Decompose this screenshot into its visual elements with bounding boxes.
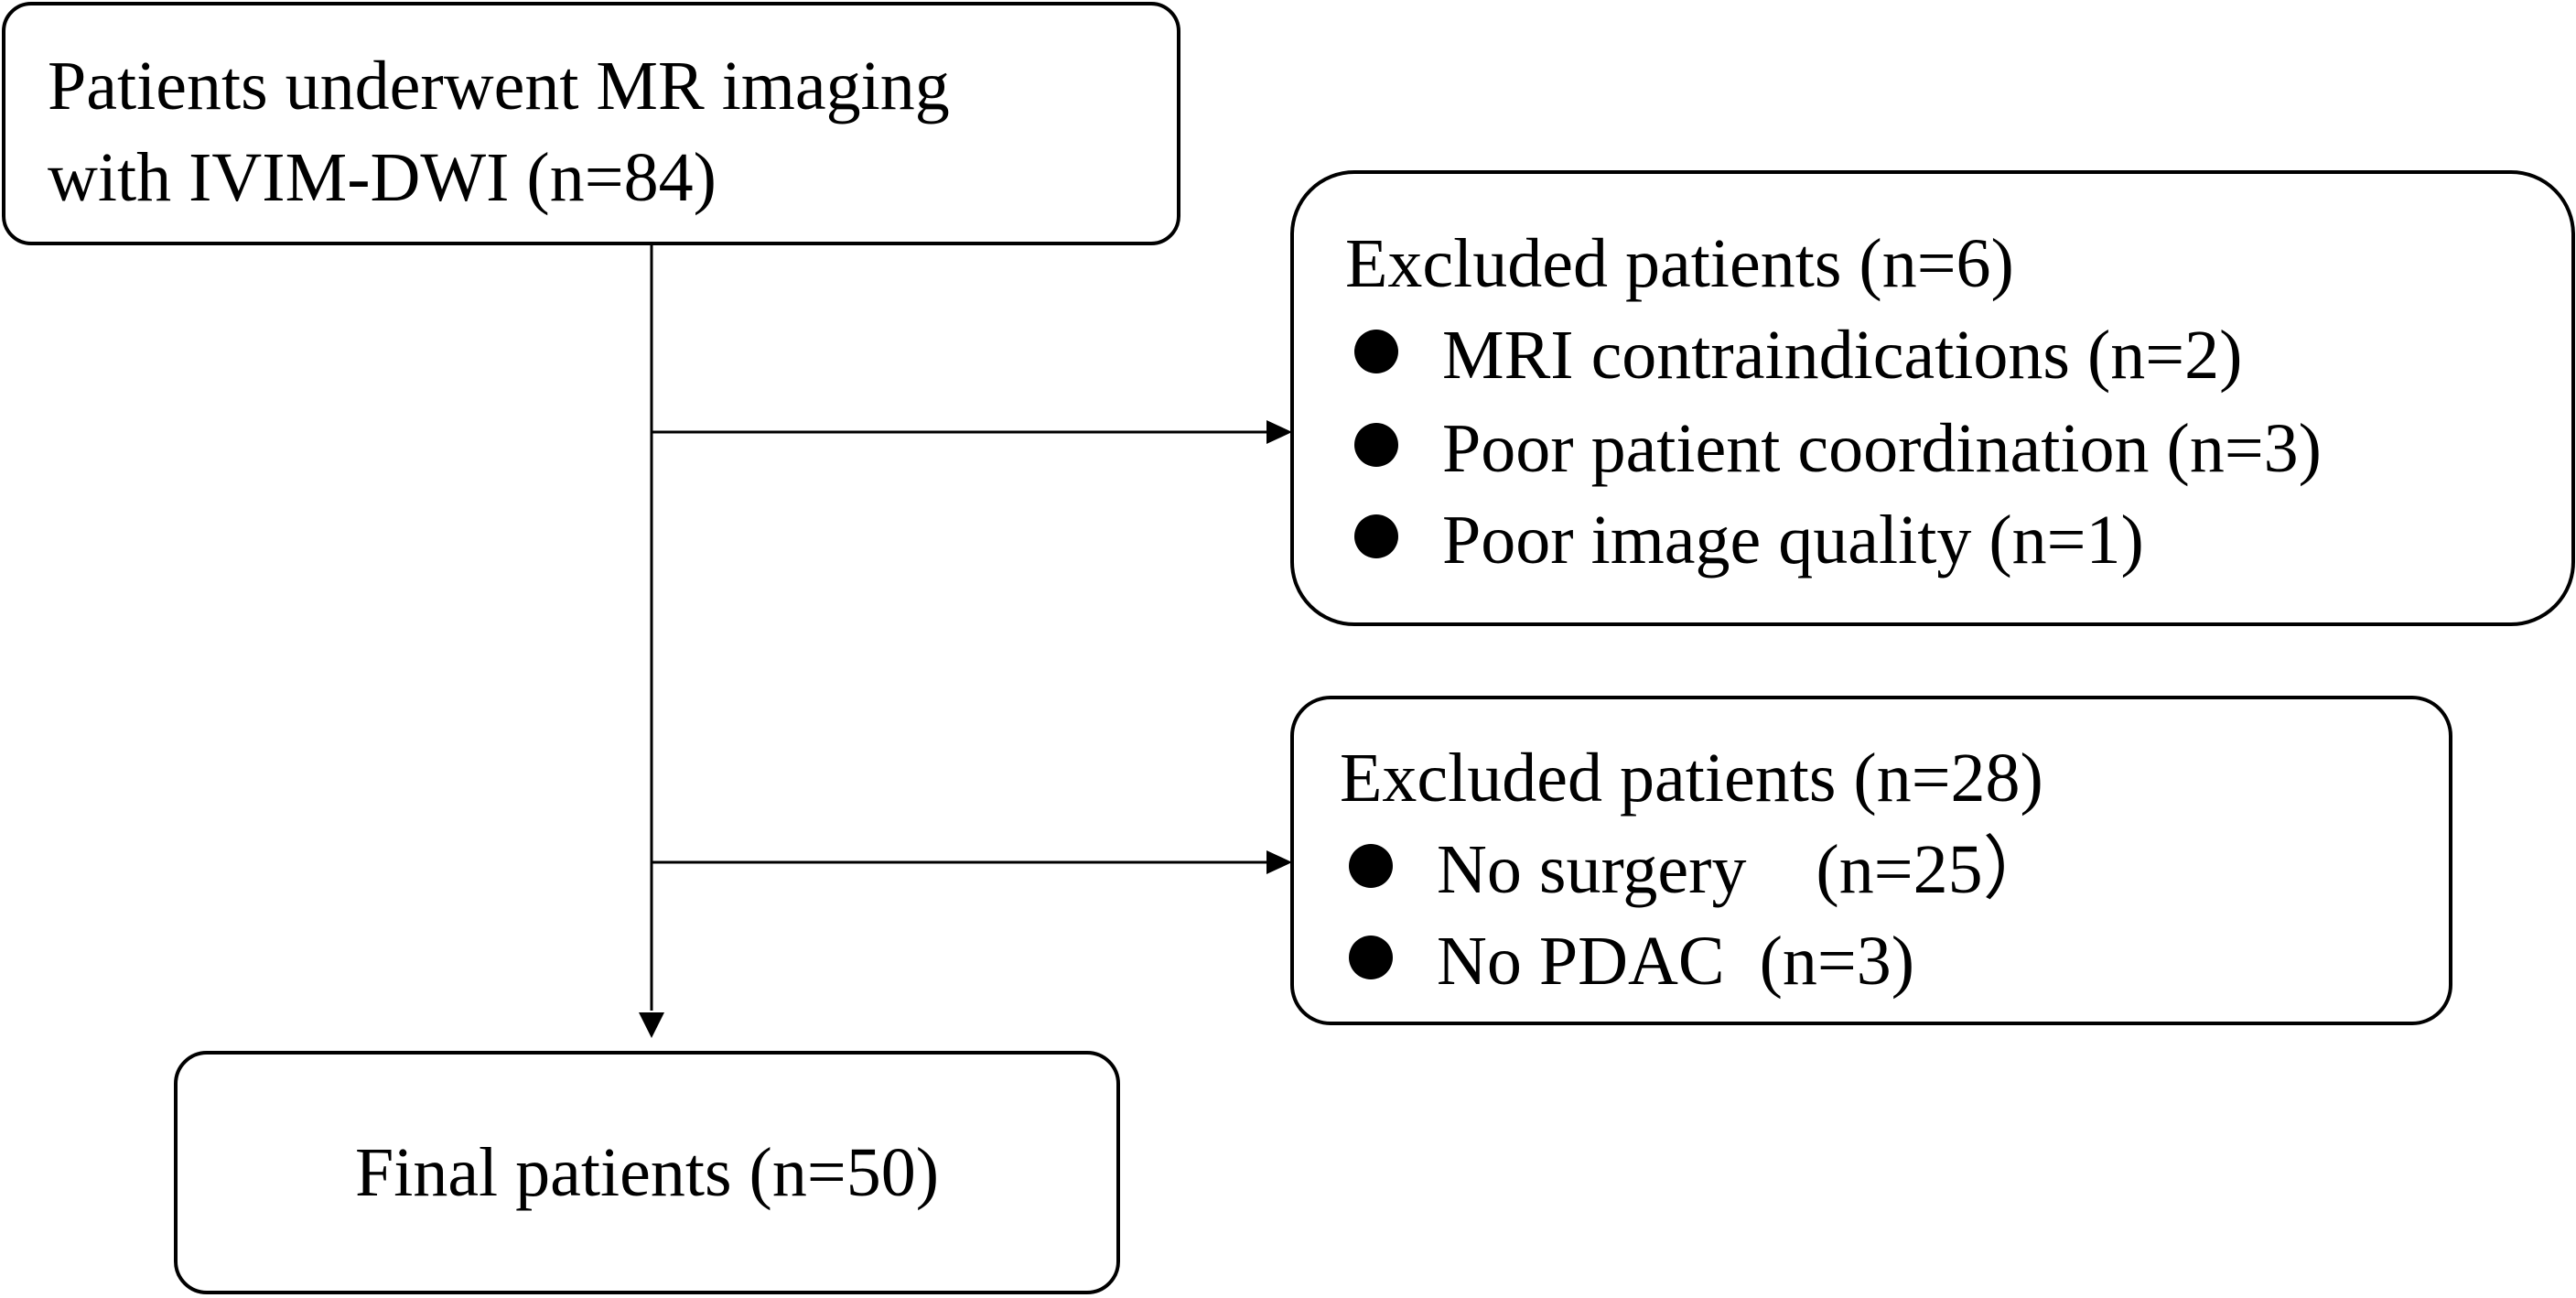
arrow-to-excluded-second	[1266, 850, 1292, 874]
excluded-patients-first-box: Excluded patients (n=6) MRI contraindica…	[1290, 170, 2575, 626]
bullet-icon	[1354, 330, 1398, 373]
excluded-second-title: Excluded patients (n=28)	[1340, 740, 2043, 817]
excluded-first-item-1: MRI contraindications (n=2)	[1442, 317, 2243, 394]
bullet-icon	[1349, 936, 1393, 979]
excluded-patients-second-box: Excluded patients (n=28) No surgery (n=2…	[1290, 696, 2452, 1025]
excluded-first-item-2: Poor patient coordination (n=3)	[1442, 410, 2322, 487]
screened-patients-line-1: Patients underwent MR imaging	[48, 48, 950, 124]
excluded-second-item-2: No PDAC (n=3)	[1437, 923, 1915, 1000]
bullet-icon	[1354, 423, 1398, 467]
bullet-icon	[1349, 844, 1393, 888]
screened-patients-box: Patients underwent MR imaging with IVIM-…	[2, 2, 1180, 245]
final-patients-box: Final patients (n=50)	[174, 1051, 1120, 1294]
arrow-to-final-patients	[639, 1012, 664, 1038]
arrow-to-excluded-first	[1266, 420, 1292, 444]
excluded-second-item-1: No surgery (n=25）	[1437, 831, 2053, 908]
excluded-first-title: Excluded patients (n=6)	[1345, 225, 2014, 302]
screened-patients-line-2: with IVIM-DWI (n=84)	[48, 139, 717, 216]
excluded-first-item-3: Poor image quality (n=1)	[1442, 502, 2144, 579]
final-patients-label: Final patients (n=50)	[354, 1134, 940, 1211]
bullet-icon	[1354, 514, 1398, 558]
